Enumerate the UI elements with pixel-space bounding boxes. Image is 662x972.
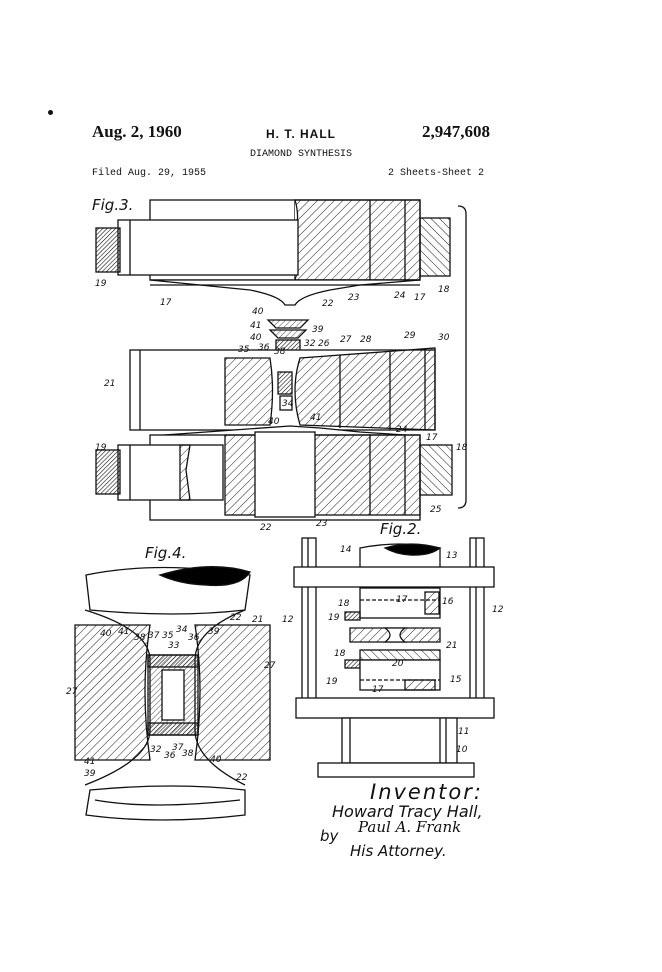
figure-3 [95, 199, 467, 521]
figure-2 [293, 537, 495, 778]
reference-numeral: 41 [84, 757, 95, 767]
reference-numeral: 40 [100, 629, 112, 639]
reference-numeral: 22 [236, 773, 248, 783]
page-mark [48, 110, 53, 115]
reference-numeral: 41 [118, 627, 129, 637]
patent-title: DIAMOND SYNTHESIS [250, 149, 353, 160]
reference-numeral: 23 [316, 519, 328, 529]
reference-numeral: 13 [446, 551, 458, 561]
figure-3-labels: Fig.3. 19 17 22 23 24 17 18 40 41 40 39 … [92, 196, 468, 533]
reference-numeral: 36 [164, 751, 176, 761]
reference-numeral: 18 [334, 649, 346, 659]
reference-numeral: 21 [104, 379, 115, 389]
reference-numeral: 25 [430, 505, 442, 515]
reference-numeral: 14 [340, 545, 352, 555]
figure-3-label: Fig.3. [92, 196, 133, 214]
reference-numeral: 10 [456, 745, 468, 755]
reference-numeral: 18 [456, 443, 468, 453]
reference-numeral: 20 [392, 659, 404, 669]
reference-numeral: 21 [446, 641, 457, 651]
reference-numeral: 39 [84, 769, 96, 779]
filed-date: Filed Aug. 29, 1955 [92, 168, 207, 179]
reference-numeral: 22 [322, 299, 334, 309]
patent-number: 2,947,608 [422, 122, 490, 141]
reference-numeral: 40 [210, 755, 222, 765]
reference-numeral: 29 [404, 331, 416, 341]
figure-4-labels: Fig.4. 40 41 38 37 35 34 36 33 39 22 21 … [66, 544, 276, 783]
reference-numeral: 17 [160, 298, 172, 308]
reference-numeral: 19 [328, 613, 340, 623]
reference-numeral: 40 [268, 417, 280, 427]
by-label: by [320, 827, 339, 845]
reference-numeral: 24 [396, 425, 408, 435]
reference-numeral: 36 [258, 343, 270, 353]
reference-numeral: 22 [230, 613, 242, 623]
reference-numeral: 32 [304, 339, 316, 349]
reference-numeral: 38 [274, 347, 286, 357]
reference-numeral: 28 [360, 335, 372, 345]
attorney-signature: Paul A. Frank [358, 818, 462, 836]
figure-4-label: Fig.4. [145, 544, 186, 562]
reference-numeral: 12 [282, 615, 294, 625]
figure-2-label: Fig.2. [380, 520, 421, 538]
reference-numeral: 34 [176, 625, 188, 635]
attorney-label: His Attorney. [350, 842, 447, 860]
inventor-short-name: H. T. HALL [266, 127, 336, 141]
reference-numeral: 35 [238, 345, 250, 355]
sheet-count: 2 Sheets-Sheet 2 [388, 168, 485, 179]
figure-4 [74, 566, 271, 821]
reference-numeral: 38 [134, 633, 146, 643]
reference-numeral: 17 [414, 293, 426, 303]
reference-numeral: 37 [148, 631, 160, 641]
patent-date: Aug. 2, 1960 [92, 122, 182, 141]
reference-numeral: 40 [252, 307, 264, 317]
reference-numeral: 27 [340, 335, 352, 345]
reference-numeral: 17 [372, 685, 384, 695]
reference-numeral: 19 [95, 279, 107, 289]
reference-numeral: 41 [310, 413, 321, 423]
reference-numeral: 18 [338, 599, 350, 609]
reference-numeral: 38 [182, 749, 194, 759]
reference-numeral: 15 [450, 675, 462, 685]
reference-numeral: 30 [438, 333, 450, 343]
reference-numeral: 19 [95, 443, 107, 453]
reference-numeral: 27 [264, 661, 276, 671]
reference-numeral: 11 [458, 727, 469, 737]
reference-numeral: 21 [252, 615, 263, 625]
reference-numeral: 39 [312, 325, 324, 335]
reference-numeral: 19 [326, 677, 338, 687]
reference-numeral: 16 [442, 597, 454, 607]
reference-numeral: 33 [168, 641, 180, 651]
reference-numeral: 37 [172, 743, 184, 753]
reference-numeral: 26 [318, 339, 330, 349]
reference-numeral: 34 [282, 399, 294, 409]
reference-numeral: 24 [394, 291, 406, 301]
reference-numeral: 32 [150, 745, 162, 755]
reference-numeral: 22 [260, 523, 272, 533]
reference-numeral: 23 [348, 293, 360, 303]
reference-numeral: 17 [426, 433, 438, 443]
reference-numeral: 35 [162, 631, 174, 641]
inventor-label: Inventor: [370, 780, 483, 804]
reference-numeral: 36 [188, 633, 200, 643]
reference-numeral: 18 [438, 285, 450, 295]
reference-numeral: 12 [492, 605, 504, 615]
reference-numeral: 17 [396, 595, 408, 605]
reference-numeral: 27 [66, 687, 78, 697]
reference-numeral: 40 [250, 333, 262, 343]
figure-2-labels: Fig.2. 14 13 12 12 18 17 16 19 21 18 20 … [282, 520, 504, 755]
reference-numeral: 41 [250, 321, 261, 331]
inventor-name: Howard Tracy Hall, [332, 802, 483, 821]
reference-numeral: 39 [208, 627, 220, 637]
